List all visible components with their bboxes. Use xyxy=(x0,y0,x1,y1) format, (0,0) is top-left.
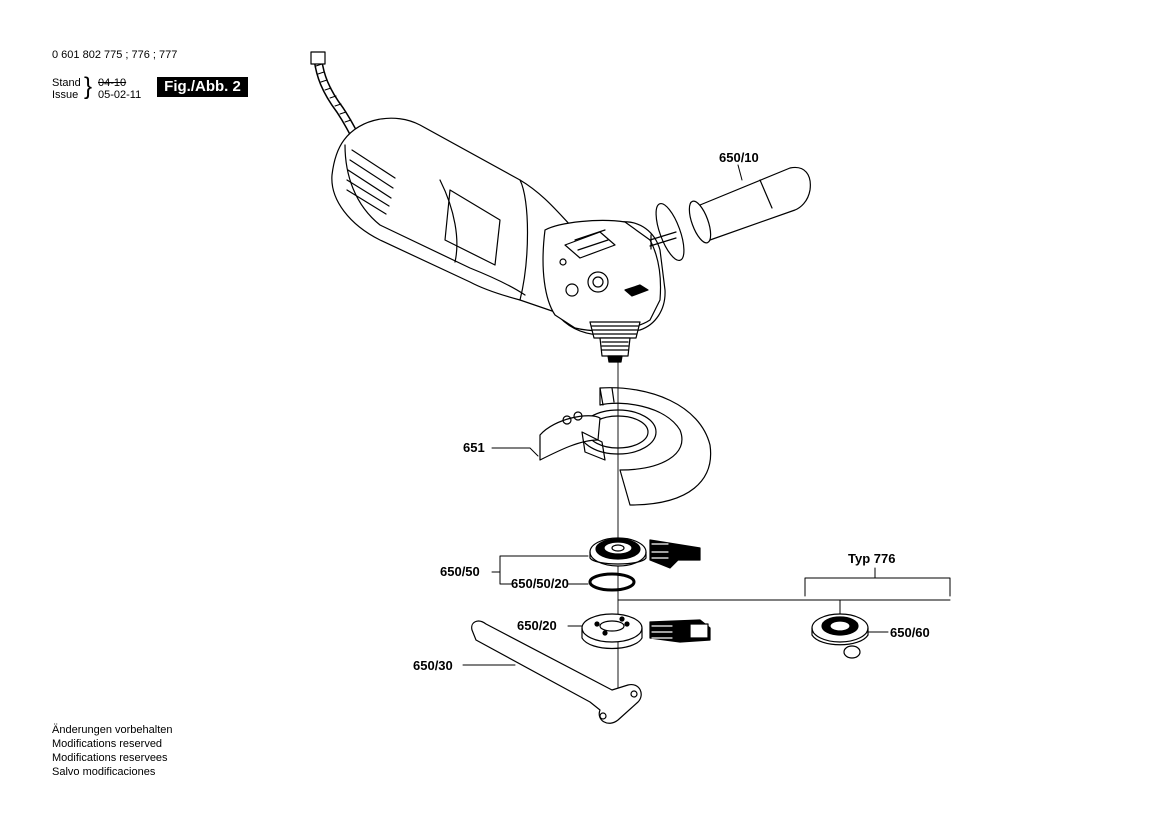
footer-line: Salvo modificaciones xyxy=(52,766,156,778)
power-cord xyxy=(310,51,361,143)
stand-label: Stand xyxy=(52,77,81,89)
wheel-guard xyxy=(539,387,712,506)
clamping-nut-650-20 xyxy=(581,613,643,649)
spanner-wrench xyxy=(471,620,642,724)
label-typ-776: Typ 776 xyxy=(848,551,895,566)
flange-650-50 xyxy=(589,537,647,567)
issue-value: 05-02-11 xyxy=(98,89,142,101)
footer-line: Modifications reservees xyxy=(52,752,168,764)
label-650-10: 650/10 xyxy=(719,150,759,165)
footer-line: Änderungen vorbehalten xyxy=(52,724,173,736)
flange-section-650-20 xyxy=(649,619,711,643)
issue-label: Issue xyxy=(52,89,79,101)
label-650-50: 650/50 xyxy=(440,564,480,579)
brace-icon: } xyxy=(84,73,93,100)
label-650-50-20: 650/50/20 xyxy=(511,576,569,591)
stand-value: 04-10 xyxy=(98,77,127,89)
leader-lines xyxy=(462,164,951,666)
grinder-body xyxy=(331,117,666,363)
side-handle xyxy=(649,166,811,261)
figure-badge: Fig./Abb. 2 xyxy=(157,77,248,97)
o-ring xyxy=(588,572,636,592)
footer-notes: Änderungen vorbehalten Modifications res… xyxy=(52,723,172,779)
label-650-60: 650/60 xyxy=(890,625,930,640)
part-numbers: 0 601 802 775 ; 776 ; 777 xyxy=(52,49,178,61)
label-650-30: 650/30 xyxy=(413,658,453,673)
label-651: 651 xyxy=(463,440,485,455)
footer-line: Modifications reserved xyxy=(52,738,163,750)
quick-nut-650-60 xyxy=(811,613,869,659)
flange-section-650-50 xyxy=(649,539,701,569)
label-650-20: 650/20 xyxy=(517,618,557,633)
